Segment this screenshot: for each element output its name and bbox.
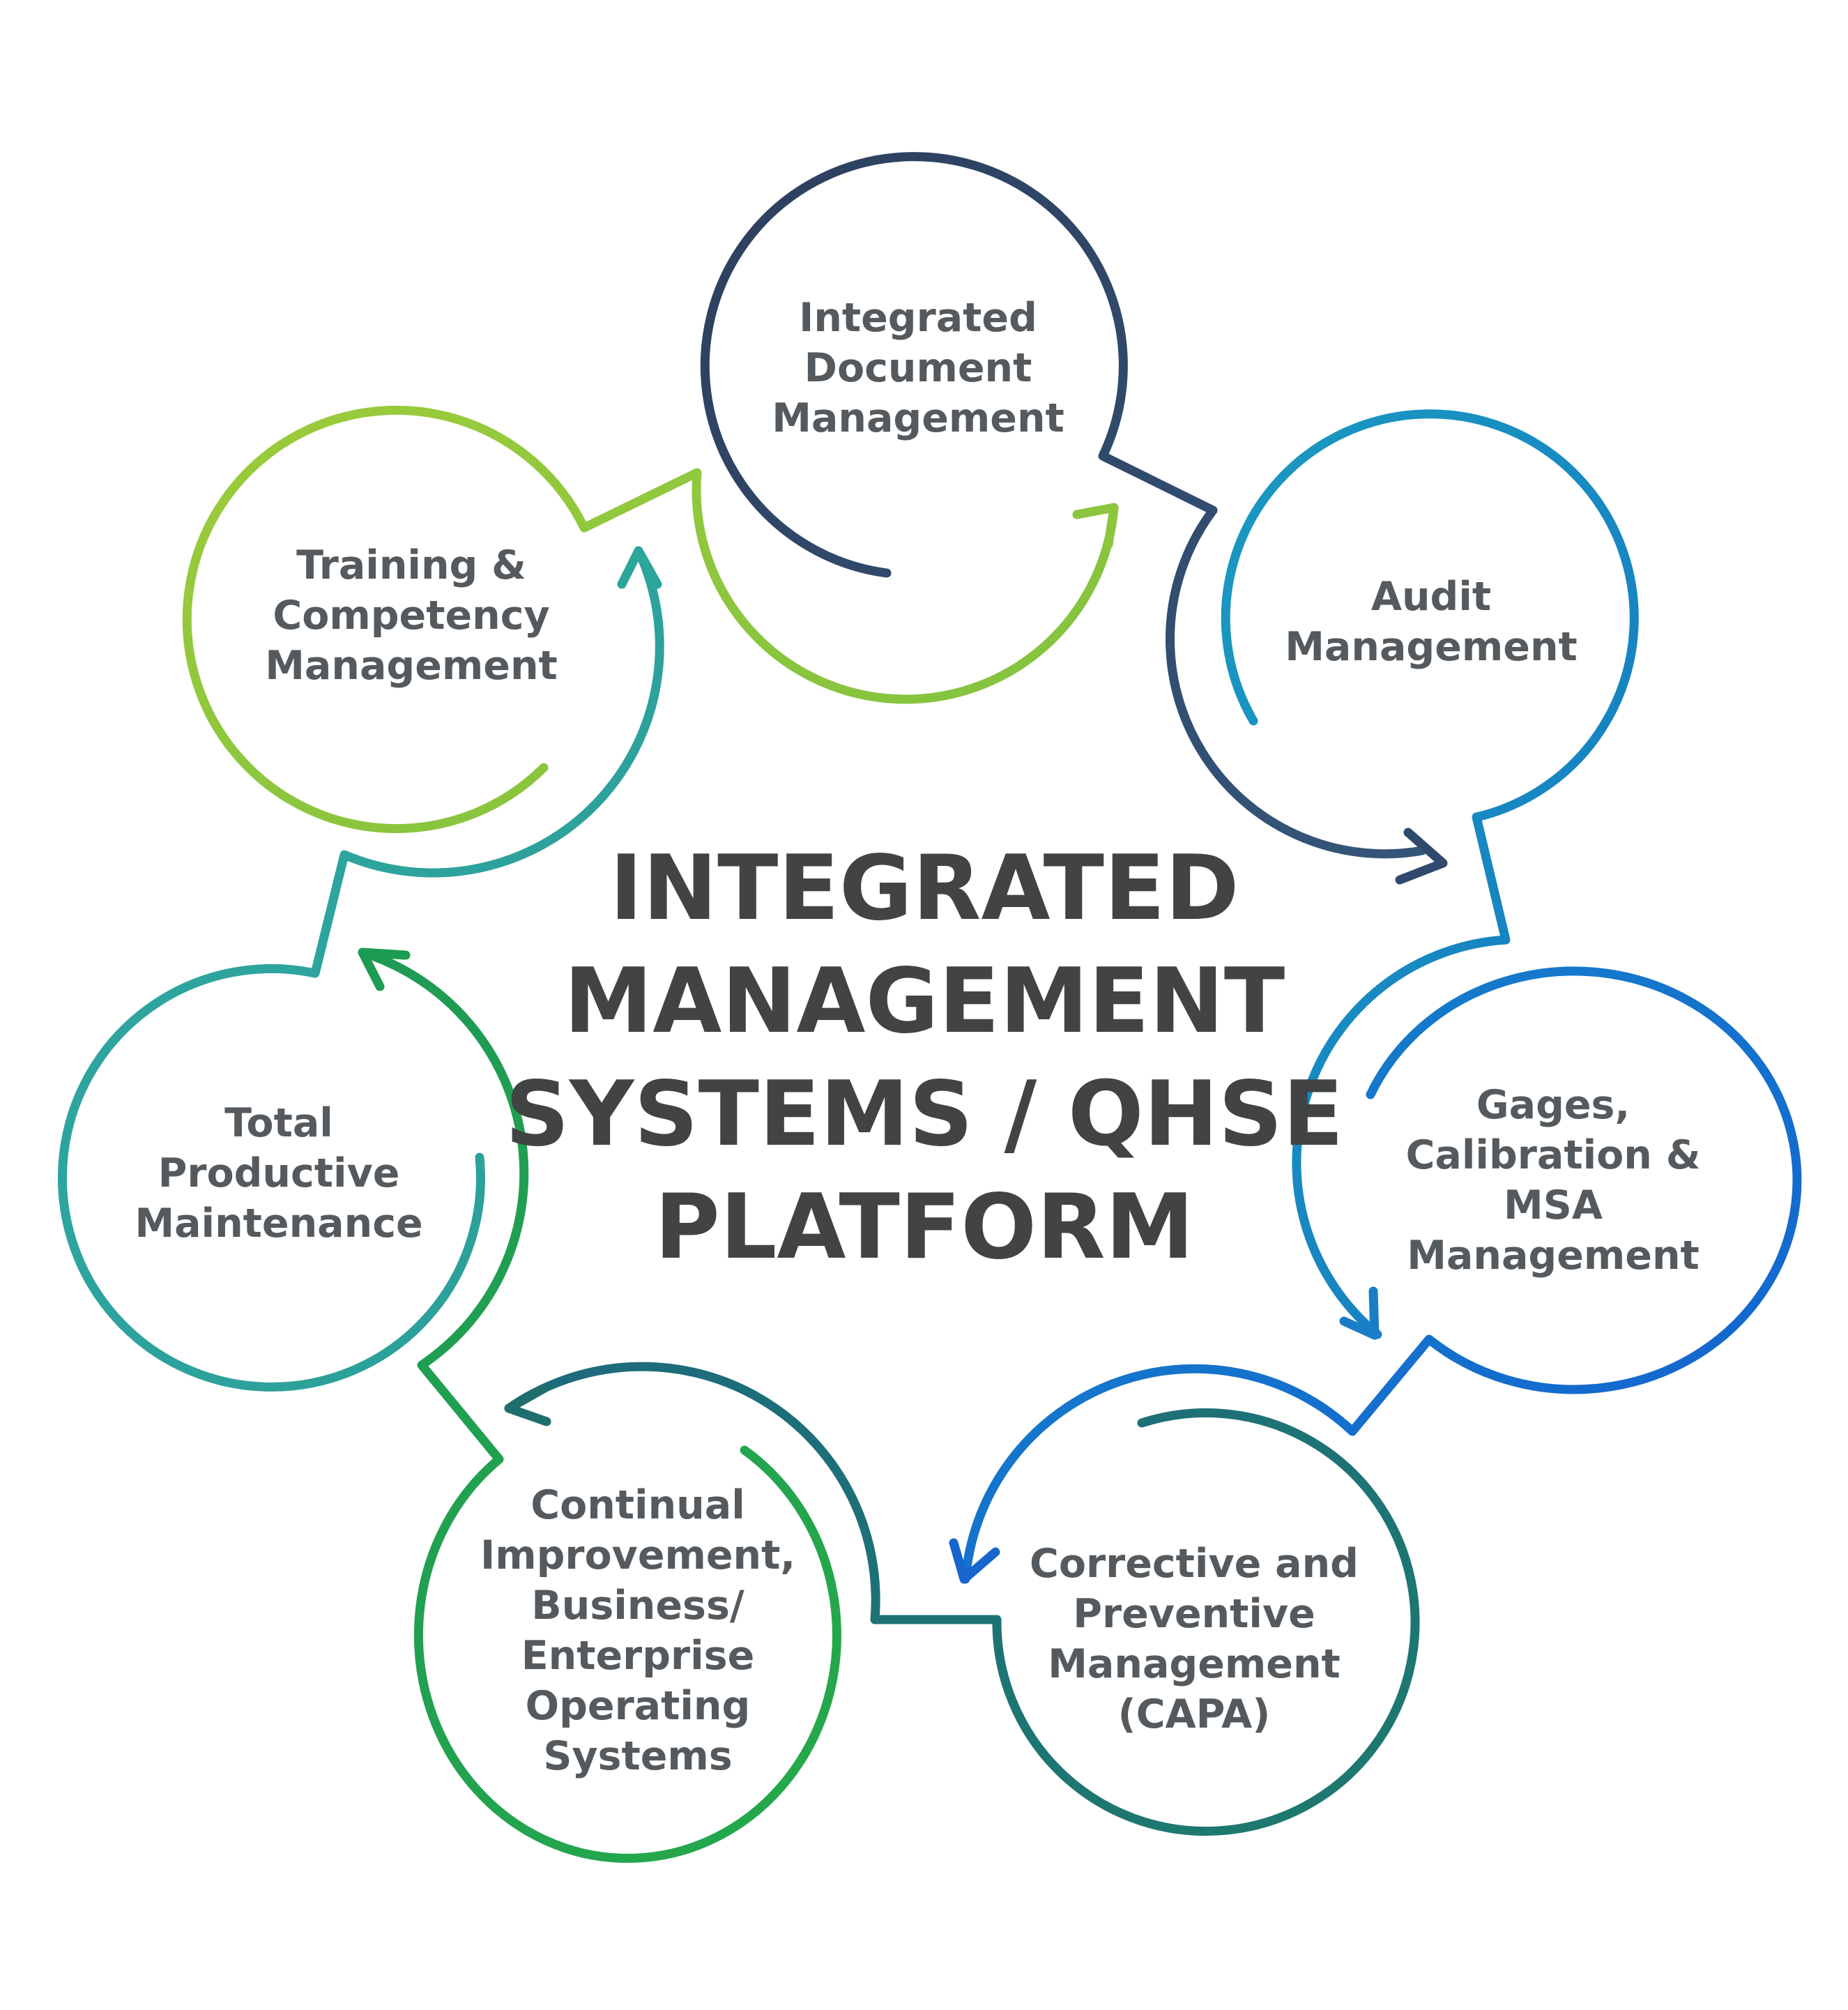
label-total-productive-maintenance: Total Productive Maintenance xyxy=(135,1100,422,1247)
label-line: Integrated xyxy=(799,295,1037,341)
ring-continual-improvement xyxy=(358,947,841,1863)
ring-corrective-and-preventive-management xyxy=(504,1362,1420,1836)
center-title-line: SYSTEMS / QHSE xyxy=(505,1063,1344,1166)
center-title-line: MANAGEMENT xyxy=(564,950,1285,1053)
node-training-competency-management xyxy=(182,405,1119,833)
label-line: Operating xyxy=(526,1683,751,1729)
label-line: Audit xyxy=(1371,574,1491,620)
label-corrective-and-preventive-management: Corrective and Preventive Management (CA… xyxy=(1030,1541,1359,1737)
label-line: Preventive xyxy=(1073,1591,1315,1637)
label-line: Gages, xyxy=(1476,1082,1630,1128)
label-line: (CAPA) xyxy=(1118,1691,1271,1737)
label-line: Management xyxy=(772,395,1064,441)
label-gages-calibration-msa-management: Gages, Calibration & MSA Management xyxy=(1406,1082,1701,1279)
label-integrated-document-management: Integrated Document Management xyxy=(772,295,1064,441)
arrowhead-capa xyxy=(949,1538,1000,1584)
label-line: Maintenance xyxy=(135,1201,422,1247)
ring-audit-management xyxy=(1221,409,1639,1339)
label-line: MSA xyxy=(1504,1182,1603,1228)
node-audit-management xyxy=(1221,409,1639,1340)
center-title-line: INTEGRATED xyxy=(609,837,1239,941)
label-line: Productive xyxy=(158,1150,400,1196)
arrowhead-document xyxy=(1072,503,1119,549)
label-continual-improvement: Continual Improvement, Business/ Enterpr… xyxy=(480,1482,795,1779)
node-integrated-document-management xyxy=(700,152,1448,885)
label-training-competency-management: Training & Competency Management xyxy=(265,542,558,689)
label-line: Management xyxy=(1048,1641,1341,1687)
label-line: Document xyxy=(804,345,1032,391)
label-line: Enterprise xyxy=(521,1633,755,1679)
node-total-productive-maintenance xyxy=(57,546,664,1392)
label-line: Competency xyxy=(273,593,549,639)
label-line: Improvement, xyxy=(480,1532,795,1578)
label-line: Training & xyxy=(296,542,526,588)
node-corrective-and-preventive-management xyxy=(504,1362,1420,1836)
arrowhead-tpm xyxy=(358,947,411,991)
label-line: Management xyxy=(1407,1233,1700,1279)
label-audit-management: Audit Management xyxy=(1285,574,1578,670)
center-title: INTEGRATED MANAGEMENT SYSTEMS / QHSE PLA… xyxy=(505,837,1344,1279)
ring-total-productive-maintenance xyxy=(57,546,664,1392)
arrowhead-gages xyxy=(1339,1286,1380,1340)
arrowhead-ci xyxy=(504,1383,551,1426)
label-line: Total xyxy=(224,1100,333,1146)
label-line: Continual xyxy=(530,1482,745,1528)
ring-training-competency-management xyxy=(182,405,1119,833)
label-line: Management xyxy=(265,643,558,689)
label-line: Corrective and xyxy=(1030,1541,1359,1587)
label-line: Business/ xyxy=(531,1583,744,1629)
arrowhead-training xyxy=(617,546,662,589)
arrowhead-audit xyxy=(1395,828,1448,885)
label-line: Systems xyxy=(543,1733,732,1779)
label-line: Management xyxy=(1285,624,1578,670)
ring-gages-calibration-msa-management xyxy=(961,966,1802,1584)
ring-integrated-document-management xyxy=(700,152,1427,859)
node-continual-improvement xyxy=(358,947,841,1863)
label-line: Calibration & xyxy=(1406,1132,1701,1178)
center-title-line: PLATFORM xyxy=(655,1175,1194,1279)
node-gages-calibration-msa-management xyxy=(949,966,1802,1584)
